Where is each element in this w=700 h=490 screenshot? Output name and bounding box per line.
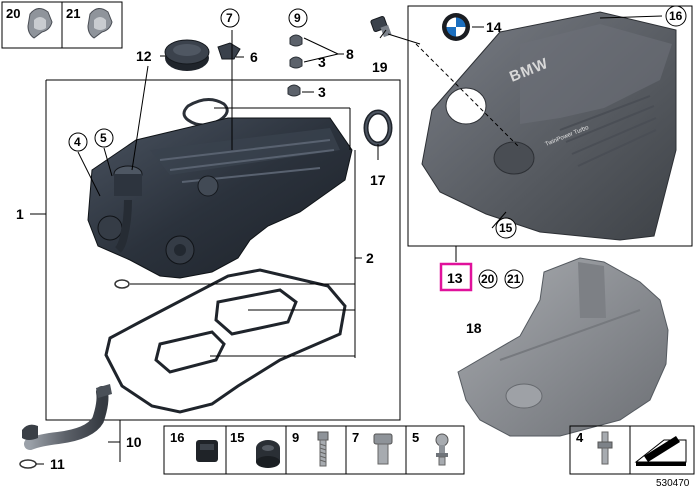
diagram-number: 530470 [656, 478, 690, 489]
callout-21[interactable]: 21 [507, 272, 521, 286]
callout-10[interactable]: 10 [126, 434, 142, 450]
legend-item-16[interactable]: 16 [170, 430, 218, 462]
callout-18[interactable]: 18 [466, 320, 482, 336]
legend-item-5[interactable]: 5 [412, 430, 449, 466]
callout-7[interactable]: 7 [226, 11, 233, 25]
legend-number-5: 5 [412, 430, 419, 445]
callout-17[interactable]: 17 [370, 172, 386, 188]
callout-16[interactable]: 16 [669, 9, 683, 23]
clip-part-3a[interactable] [289, 56, 303, 69]
callout-4[interactable]: 4 [74, 135, 81, 149]
legend-item-4[interactable]: 4 [576, 430, 613, 465]
right-legend-frame [569, 425, 695, 475]
vent-hose[interactable] [22, 384, 112, 450]
wrench-icon [634, 436, 687, 466]
callout-1[interactable]: 1 [16, 206, 24, 222]
engine-cover-frame [407, 5, 693, 247]
legend-number-9: 9 [292, 430, 299, 445]
callout-3a[interactable]: 3 [318, 54, 326, 70]
bottom-legend-frame [163, 425, 465, 475]
o-ring[interactable] [114, 279, 130, 289]
hose-o-ring[interactable] [19, 459, 37, 469]
callout-13-highlight[interactable]: 13 [439, 262, 473, 292]
callout-12[interactable]: 12 [136, 48, 152, 64]
top-legend: 20 21 [1, 1, 123, 49]
legend-item-9[interactable]: 9 [292, 430, 329, 467]
legend-item-7[interactable]: 7 [352, 430, 393, 465]
callout-8[interactable]: 8 [346, 46, 354, 62]
stud-icon [597, 431, 613, 465]
grommet-icon [256, 440, 280, 468]
callout-2[interactable]: 2 [366, 250, 374, 266]
legend-item-20[interactable]: 20 [6, 6, 53, 39]
engine-cover[interactable]: BMW TwinPower Turbo [421, 11, 677, 241]
legend-number-21: 21 [66, 6, 80, 21]
cylinder-head-cover[interactable] [87, 117, 353, 279]
ball-stud-icon [435, 433, 449, 466]
rubber-mount-icon [196, 440, 218, 462]
engine-cover-group [407, 5, 693, 247]
main-gasket[interactable] [104, 268, 347, 414]
clip-icon [87, 8, 113, 39]
heat-shield[interactable] [457, 257, 669, 437]
callout-14[interactable]: 14 [486, 19, 502, 35]
callout-11[interactable]: 11 [50, 456, 65, 472]
bracket-part-6[interactable] [217, 42, 241, 60]
legend-number-16: 16 [170, 430, 184, 445]
bolt-icon [373, 433, 393, 465]
screw-icon [317, 431, 329, 467]
circled-callouts [68, 5, 687, 289]
leader-lines-left [30, 29, 387, 465]
bottom-legend: 16 15 9 7 [163, 425, 465, 475]
callout-15[interactable]: 15 [499, 221, 513, 235]
callout-5[interactable]: 5 [100, 131, 107, 145]
clip-icon [27, 8, 53, 39]
oil-filler-cap[interactable] [164, 39, 210, 71]
callout-19[interactable]: 19 [372, 59, 388, 75]
callout-3b[interactable]: 3 [318, 84, 326, 100]
callout-20[interactable]: 20 [481, 272, 495, 286]
valve-cover-group [45, 79, 401, 421]
callout-6[interactable]: 6 [250, 49, 258, 65]
callout-9[interactable]: 9 [294, 11, 301, 25]
legend-number-4: 4 [576, 430, 584, 445]
legend-number-15: 15 [230, 430, 244, 445]
legend-item-15[interactable]: 15 [230, 430, 280, 468]
leader-lines-right [387, 15, 663, 262]
legend-number-20: 20 [6, 6, 20, 21]
group-frame [45, 79, 401, 421]
seal-ring[interactable] [363, 109, 393, 147]
bmw-emblem[interactable] [442, 13, 470, 41]
callout-13: 13 [447, 270, 463, 286]
right-legend: 4 [569, 425, 695, 475]
clip-part-3b[interactable] [287, 84, 301, 97]
legend-number-7: 7 [352, 430, 359, 445]
clip-part-8[interactable] [289, 34, 303, 47]
legend-item-wrench[interactable] [634, 436, 687, 466]
legend-item-21[interactable]: 21 [66, 6, 113, 39]
